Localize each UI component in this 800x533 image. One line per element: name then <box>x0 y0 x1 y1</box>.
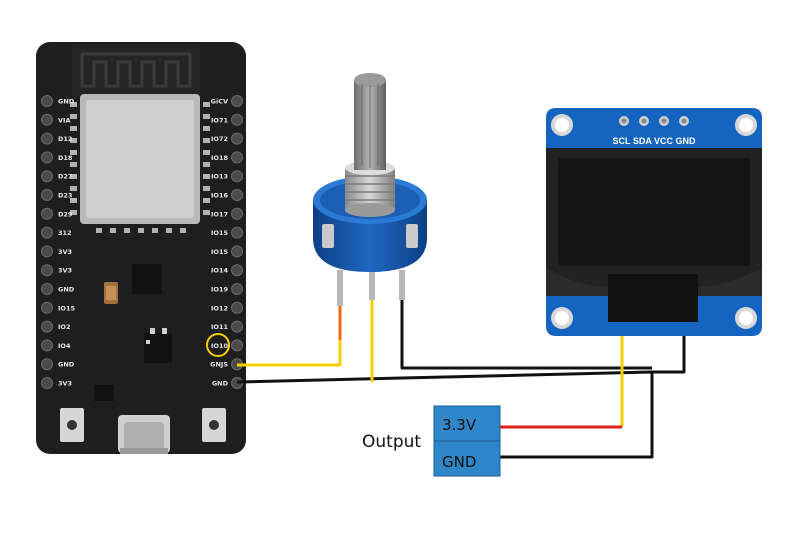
left-pin-hole <box>41 151 53 164</box>
reset-button[interactable] <box>202 408 226 442</box>
pot-leg-middle <box>369 270 375 300</box>
right-pin-label: IO19 <box>211 286 228 294</box>
antenna-trace <box>80 52 192 88</box>
right-pin-label: IO15 <box>211 229 228 237</box>
right-pin-hole <box>231 320 243 333</box>
left-pin-hole <box>41 358 53 371</box>
right-pin-hole <box>231 113 243 126</box>
left-pin-hole <box>41 264 53 277</box>
wire-gnd-black <box>236 370 654 459</box>
left-pin-label: VIA <box>58 116 70 124</box>
pot-tab-right <box>406 224 418 248</box>
right-pin-label: IO13 <box>211 173 228 181</box>
pot-leg-left <box>337 270 343 306</box>
left-pin-label: GND <box>58 286 75 294</box>
right-pin-label: IO18 <box>211 154 228 162</box>
left-pin-label: 312 <box>58 229 72 237</box>
left-pin-label: GND <box>58 98 75 106</box>
antenna-area <box>72 44 200 96</box>
wire-pot-gnd <box>400 292 652 370</box>
left-pin-label: GND <box>58 361 75 369</box>
left-pin-hole <box>41 283 53 295</box>
output-label: Output <box>362 432 421 452</box>
left-pin-label: D29 <box>58 210 73 218</box>
left-pin-label: 3V3 <box>58 248 72 256</box>
right-pin-hole <box>231 245 243 258</box>
oled-flex-cable <box>608 274 698 322</box>
right-pin-label: IO10 <box>211 342 228 350</box>
right-pin-header: GiCVIO71IO72IO18IO13IO16IO17IO15IO15IO14… <box>210 95 243 389</box>
left-pin-label: D27 <box>58 173 72 181</box>
left-pin-label: D23 <box>58 192 72 200</box>
label-gnd: GND <box>442 453 476 471</box>
left-pin-hole <box>41 170 53 183</box>
left-pin-label: IO2 <box>58 323 70 331</box>
wire-signal-yellow <box>237 340 342 367</box>
left-pin-hole <box>41 377 53 389</box>
right-pin-label: IO15 <box>211 248 228 256</box>
left-pin-label: IO15 <box>58 304 75 312</box>
small-chip <box>94 385 114 401</box>
right-pin-hole <box>231 151 243 164</box>
oled-pin-label: SCL SDA VCC GND <box>612 136 696 146</box>
left-pin-hole <box>41 113 53 126</box>
left-pin-hole <box>41 226 53 239</box>
usb-port[interactable] <box>118 415 170 454</box>
right-pin-label: IO11 <box>211 323 228 331</box>
right-pin-hole <box>231 264 243 277</box>
right-pin-hole <box>231 207 243 220</box>
left-pin-hole <box>41 245 53 258</box>
right-pin-label: IO17 <box>211 210 228 218</box>
boot-button[interactable] <box>60 408 84 442</box>
left-pin-hole <box>41 207 53 220</box>
right-pin-hole <box>231 226 243 239</box>
oled-module: SCL SDA VCC GND <box>546 108 762 336</box>
voltage-regulator <box>144 333 172 363</box>
oled-screen <box>558 158 750 266</box>
left-pin-label: 3V3 <box>58 380 72 388</box>
right-pin-label: GND <box>212 380 229 388</box>
right-pin-label: GNJS <box>210 361 228 369</box>
right-pin-hole <box>231 132 243 145</box>
left-pin-label: D12 <box>58 135 72 143</box>
io10-highlight <box>206 333 230 357</box>
left-pin-header: GNDVIAD12D18D27D23D293123V33V3GNDIO15IO2… <box>41 95 75 389</box>
left-pin-label: IO4 <box>58 342 71 350</box>
left-pin-hole <box>41 95 53 107</box>
right-pin-label: GiCV <box>211 98 228 106</box>
esp32-board: GNDVIAD12D18D27D23D293123V33V3GNDIO15IO2… <box>36 42 246 454</box>
potentiometer[interactable] <box>313 73 427 306</box>
left-pin-hole <box>41 339 53 352</box>
left-pin-hole <box>41 189 53 201</box>
left-pin-hole <box>41 132 53 145</box>
left-pin-hole <box>41 301 53 314</box>
left-pin-label: D18 <box>58 154 73 162</box>
right-pin-hole <box>231 189 243 201</box>
oled-header-pins <box>619 116 689 126</box>
left-pin-hole <box>41 320 53 333</box>
right-pin-label: IO72 <box>211 135 228 143</box>
right-pin-hole <box>231 283 243 295</box>
pot-tab-left <box>322 224 334 248</box>
output-connector: 3.3V GND <box>433 405 501 477</box>
right-pin-hole <box>231 301 243 314</box>
right-pin-label: IO14 <box>211 267 228 275</box>
label-3v3: 3.3V <box>442 416 477 434</box>
right-pin-label: IO16 <box>211 192 228 200</box>
right-pin-hole <box>231 95 243 107</box>
pot-leg-right <box>399 270 405 300</box>
right-pin-hole <box>231 339 243 352</box>
module-pads <box>70 102 210 233</box>
ic-chip <box>132 264 162 294</box>
right-pin-label: IO12 <box>211 304 228 312</box>
right-pin-hole <box>231 170 243 183</box>
left-pin-label: 3V3 <box>58 267 72 275</box>
right-pin-label: IO71 <box>211 116 228 124</box>
